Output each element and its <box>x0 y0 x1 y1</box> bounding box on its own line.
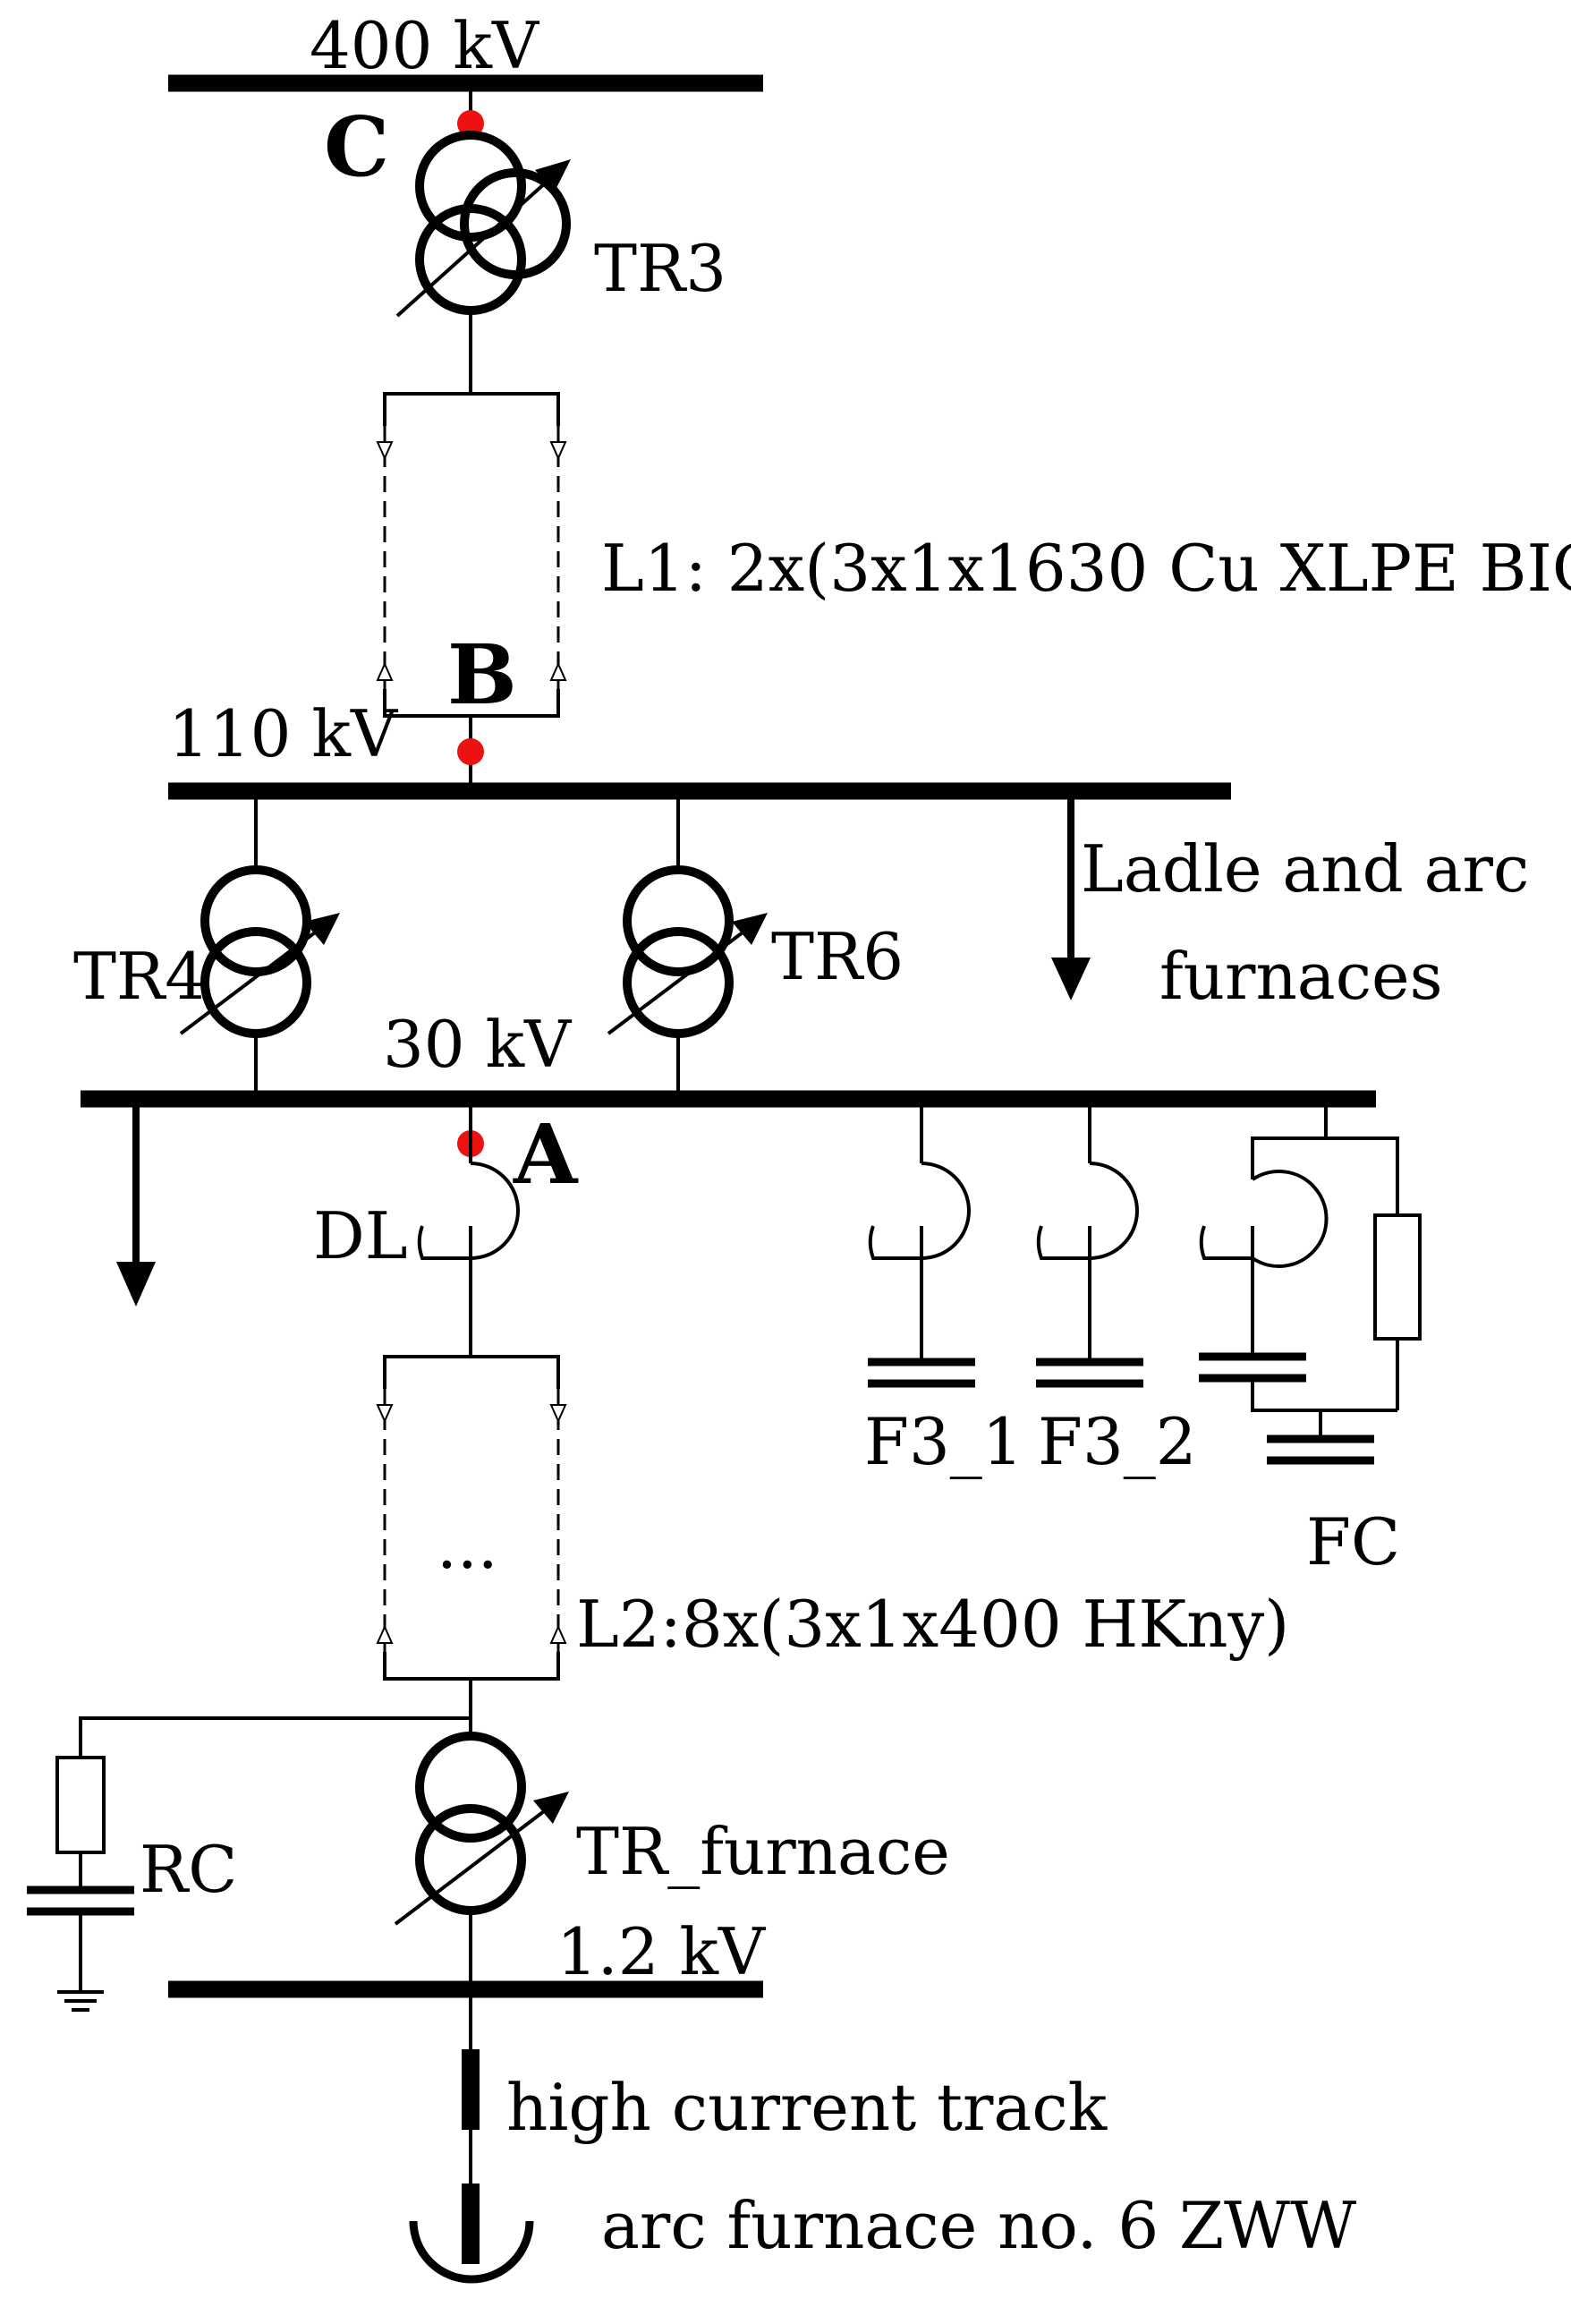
load-arrow-30kv <box>116 1099 156 1307</box>
transformer-tr-furnace-symbol <box>394 1732 569 1926</box>
filter-f3-2-symbol <box>1036 1162 1143 1388</box>
transformer-label-tr6: TR6 <box>771 919 904 994</box>
arc-furnace-symbol <box>409 2220 534 2284</box>
filter-label-fc: FC <box>1306 1504 1400 1579</box>
cable-label-l1: L1: 2x(3x1x1630 Cu XLPE BICC) <box>601 531 1571 606</box>
load-arrow-ladle <box>1051 791 1091 1000</box>
filter-label-f3-1: F3_1 <box>864 1404 1023 1479</box>
label-high-current-track: high current track <box>506 2070 1108 2145</box>
filter-label-f3-2: F3_2 <box>1038 1404 1197 1479</box>
filter-f3-1-symbol <box>868 1162 975 1388</box>
reactor-dl-symbol <box>417 1162 520 1260</box>
component-label-rc: RC <box>140 1832 237 1907</box>
measurement-point-c <box>457 110 484 137</box>
transformer-label-tr4: TR4 <box>73 939 206 1014</box>
bus-label-400kv: 400 kV <box>310 8 540 83</box>
cable-ellipsis: ... <box>437 1508 498 1583</box>
ground-icon <box>57 1990 104 2012</box>
point-label-b: B <box>447 626 517 723</box>
filter-fc-symbol <box>1199 1136 1422 1465</box>
reactor-label-dl: DL <box>313 1198 408 1273</box>
bus-label-1-2kv: 1.2 kV <box>556 1914 767 1989</box>
point-label-a: A <box>513 1106 579 1203</box>
transformer-tr6-symbol <box>607 865 768 1038</box>
point-label-c: C <box>324 98 389 195</box>
transformer-label-tr3: TR3 <box>594 231 726 306</box>
load-label-ladle-line2: furnaces <box>1159 939 1443 1014</box>
cable-label-l2: L2:8x(3x1x400 HKny) <box>576 1587 1289 1662</box>
rc-branch-symbol <box>27 1716 471 1992</box>
bus-label-110kv: 110 kV <box>168 696 399 771</box>
bus-label-30kv: 30 kV <box>383 1007 573 1082</box>
measurement-point-b <box>457 738 484 765</box>
high-current-track-symbol <box>462 2049 480 2130</box>
transformer-tr3-symbol <box>395 131 571 318</box>
cable-l2-symbol <box>376 1355 567 1681</box>
load-label-ladle-line1: Ladle and arc <box>1081 831 1529 907</box>
label-arc-furnace: arc furnace no. 6 ZWW <box>601 2188 1356 2263</box>
electrode-symbol <box>462 2184 480 2264</box>
transformer-label-tr-furnace: TR_furnace <box>576 1814 950 1889</box>
